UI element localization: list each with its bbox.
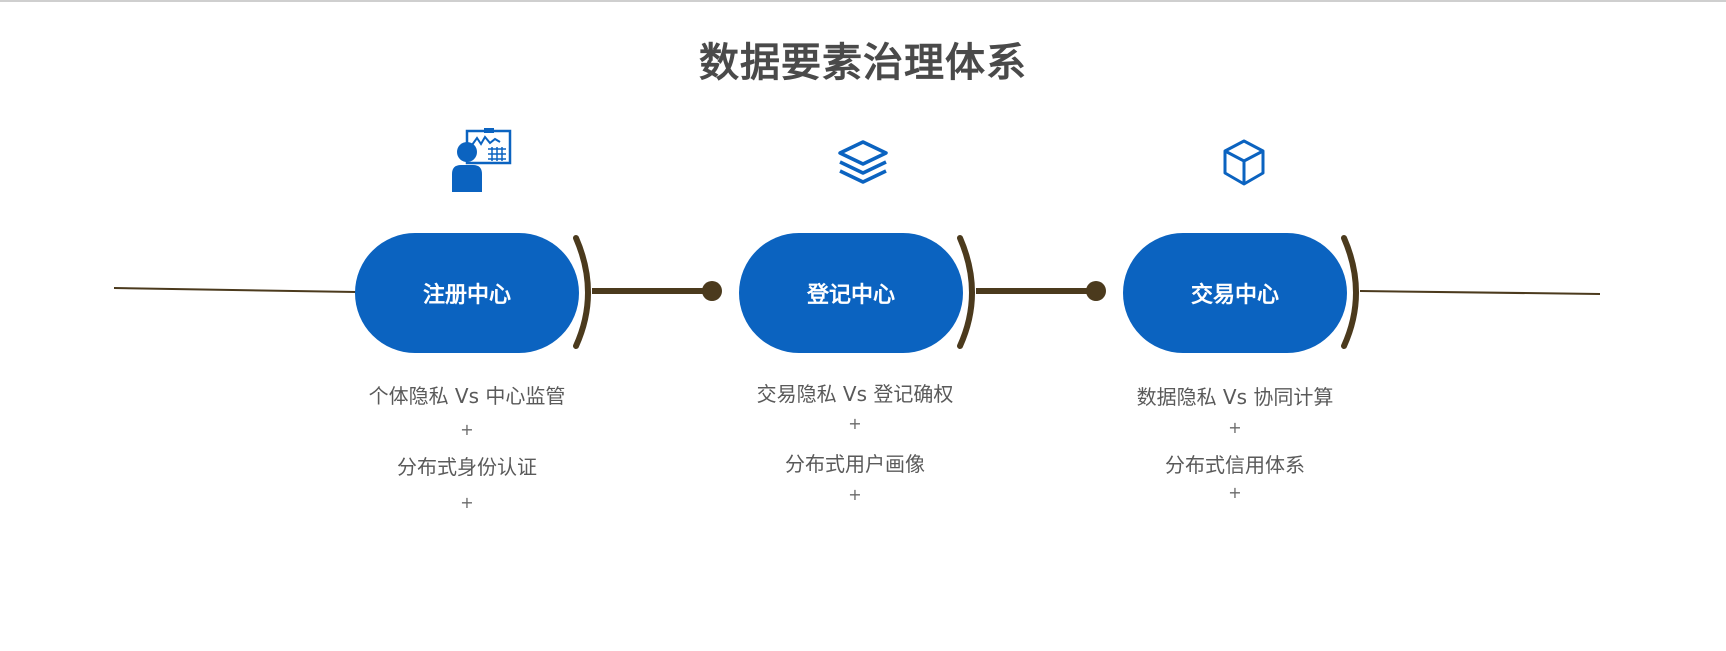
bracket-arc-2 [957, 235, 975, 349]
registration-desc-line-1: 个体隐私 Vs 中心监管 [368, 384, 566, 408]
registration-plus-1: + [460, 420, 474, 439]
trading-desc-line-2: 分布式信用体系 [1165, 453, 1305, 477]
recording-center-node[interactable]: 登记中心 [739, 233, 963, 353]
connector-dot-2 [1086, 281, 1106, 301]
left-axis-line [113, 287, 357, 293]
connector-dot-1 [702, 281, 722, 301]
registration-desc-line-2: 分布式身份认证 [397, 455, 537, 479]
trading-center-node[interactable]: 交易中心 [1123, 233, 1347, 353]
bracket-arc-1 [573, 235, 591, 349]
registration-center-node[interactable]: 注册中心 [355, 233, 579, 353]
recording-plus-1: + [848, 414, 862, 433]
top-rule [0, 0, 1726, 2]
recording-plus-2: + [848, 485, 862, 504]
layers-icon [831, 128, 895, 192]
trading-desc-line-1: 数据隐私 Vs 协同计算 [1136, 385, 1334, 409]
right-axis-line [1359, 290, 1601, 295]
recording-desc-line-1: 交易隐私 Vs 登记确权 [756, 382, 954, 406]
presenter-chart-icon [450, 128, 514, 192]
cube-icon [1212, 128, 1276, 192]
bracket-arc-3 [1341, 235, 1359, 349]
registration-plus-2: + [460, 493, 474, 512]
page-title: 数据要素治理体系 [699, 40, 1027, 86]
trading-plus-1: + [1228, 418, 1242, 437]
trading-plus-2: + [1228, 483, 1242, 502]
recording-desc-line-2: 分布式用户画像 [785, 452, 925, 476]
